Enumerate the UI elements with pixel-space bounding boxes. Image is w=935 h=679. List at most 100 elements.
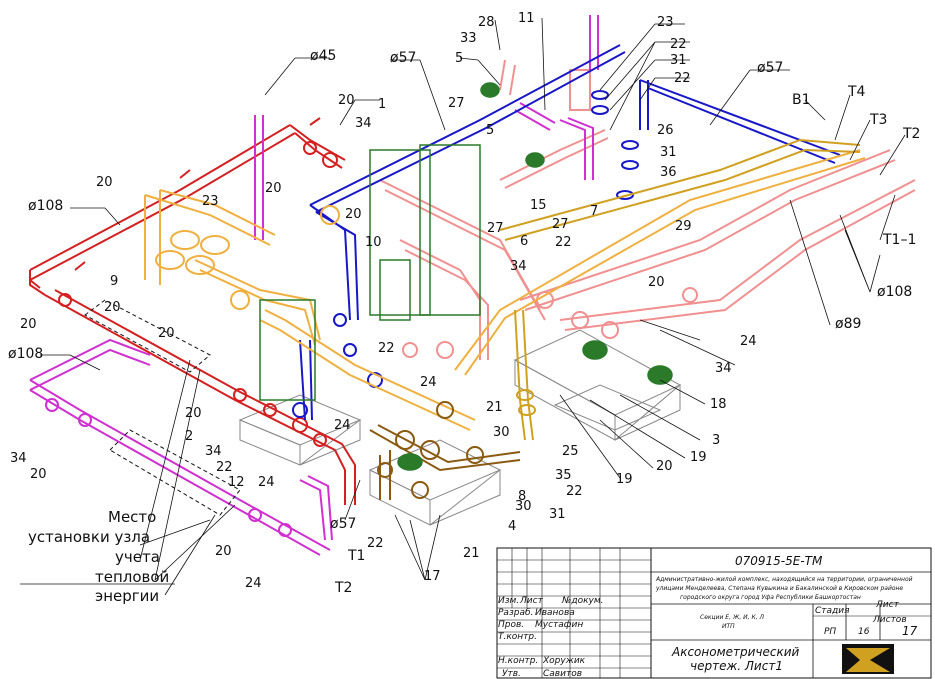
label-d45: ø45 [310,48,336,64]
label-25: 25 [562,444,579,459]
label-d57-bottom: ø57 [330,516,356,532]
label-6: 6 [520,234,528,249]
label-20h: 20 [648,275,665,290]
label-22d: 22 [378,341,395,356]
label-27b: 27 [552,217,569,232]
label-23a: 23 [657,15,674,30]
label-19a: 19 [690,450,707,465]
pink-pipe-network [379,59,916,360]
label-35: 35 [555,468,572,483]
label-5b: 5 [486,123,494,138]
label-28: 28 [478,15,495,30]
label-B1: B1 [792,92,811,108]
sheet-title-1: Аксонометрический [671,645,800,659]
razrab-name: Иванова [535,608,575,618]
doc-sections-1: Секции Е, Ж, И, К, Л [700,614,765,621]
hdr-ndok: №докум. [561,596,604,606]
label-22f: 22 [566,484,583,499]
title-block: 070915-5Е-ТМ Административно-жилой компл… [496,547,932,679]
label-T3: T3 [869,112,887,128]
label-20j: 20 [215,544,232,559]
label-22b: 22 [674,71,691,86]
tkontr-role: Т.контр. [498,632,537,642]
label-d108-right: ø108 [877,284,912,300]
label-2: 2 [185,429,193,444]
label-d108-left: ø108 [28,198,63,214]
leader-lines [40,17,906,596]
label-T1-1: T1–1 [882,232,916,248]
label-21b: 21 [463,546,480,561]
note-line-3: учета [115,548,160,566]
doc-sections-2: ИТП [722,623,735,630]
label-26: 26 [657,123,674,138]
label-20l: 20 [656,459,673,474]
doc-description-3: городского округа город Уфа Республики Б… [680,594,861,601]
label-24a: 24 [420,375,437,390]
orange-pipe-network [144,149,866,431]
diameter-labels: ø45 ø57 ø57 ø57 ø108 ø108 ø108 ø89 [8,48,912,532]
note-line-4: тепловой [95,568,169,586]
label-22g: 22 [367,536,384,551]
listov-value: 17 [902,624,918,638]
label-3: 3 [712,433,720,448]
label-36: 36 [660,165,677,180]
prov-role: Пров. [498,620,524,630]
label-19b: 19 [616,472,633,487]
meter-location-note: Место установки узла учета тепловой энер… [20,508,175,605]
label-15: 15 [530,198,547,213]
note-line-5: энергии [95,587,159,605]
label-5a: 5 [455,51,463,66]
label-34e: 34 [10,451,27,466]
label-12: 12 [228,475,245,490]
label-11: 11 [518,11,535,26]
label-31a: 31 [670,53,687,68]
nkontr-name: Хоружик [542,656,586,666]
label-T2-bottom: T2 [334,580,352,596]
label-24e: 24 [740,334,757,349]
label-24c: 24 [334,418,351,433]
razrab-role: Разраб. [498,608,533,618]
stadia-header: Стадия [815,606,850,616]
label-30b: 30 [515,499,532,514]
label-30a: 30 [493,425,510,440]
label-23b: 23 [202,194,219,209]
label-d108-left2: ø108 [8,346,43,362]
label-d57-top: ø57 [390,50,416,66]
label-27a: 27 [448,96,465,111]
label-20g: 20 [20,317,37,332]
label-33: 33 [460,31,477,46]
label-T2: T2 [902,126,920,142]
label-27c: 27 [487,221,504,236]
label-22c: 22 [555,235,572,250]
nkontr-role: Н.контр. [498,656,538,666]
meter-zones [84,299,241,516]
blue-pipe-network [292,44,841,421]
label-20e: 20 [104,300,121,315]
line-designations: B1 T4 T3 T2 T1–1 T1 T2 [334,84,920,596]
utv-name: Савитов [543,669,582,679]
prov-name: Мустафин [535,620,583,630]
utv-role: Утв. [502,669,521,679]
hdr-list: Лист [519,596,544,606]
label-10: 10 [365,235,382,250]
label-21a: 21 [486,400,503,415]
label-d89: ø89 [835,316,861,332]
label-18: 18 [710,397,727,412]
brown-components [369,401,521,500]
listov-header: Листов [872,615,907,625]
label-20a: 20 [338,93,355,108]
label-24b: 24 [258,475,275,490]
label-34f: 34 [715,361,732,376]
label-d57-right: ø57 [757,60,783,76]
label-20i: 20 [185,406,202,421]
label-20d: 20 [345,207,362,222]
label-29: 29 [675,219,692,234]
note-line-1: Место [108,508,156,526]
sheet-title-2: чертеж. Лист1 [690,659,783,673]
label-22a: 22 [670,37,687,52]
label-34b: 34 [510,259,527,274]
hdr-izm: Изм. [498,596,519,606]
label-4: 4 [508,519,516,534]
label-1: 1 [378,97,386,112]
label-31c: 31 [549,507,566,522]
